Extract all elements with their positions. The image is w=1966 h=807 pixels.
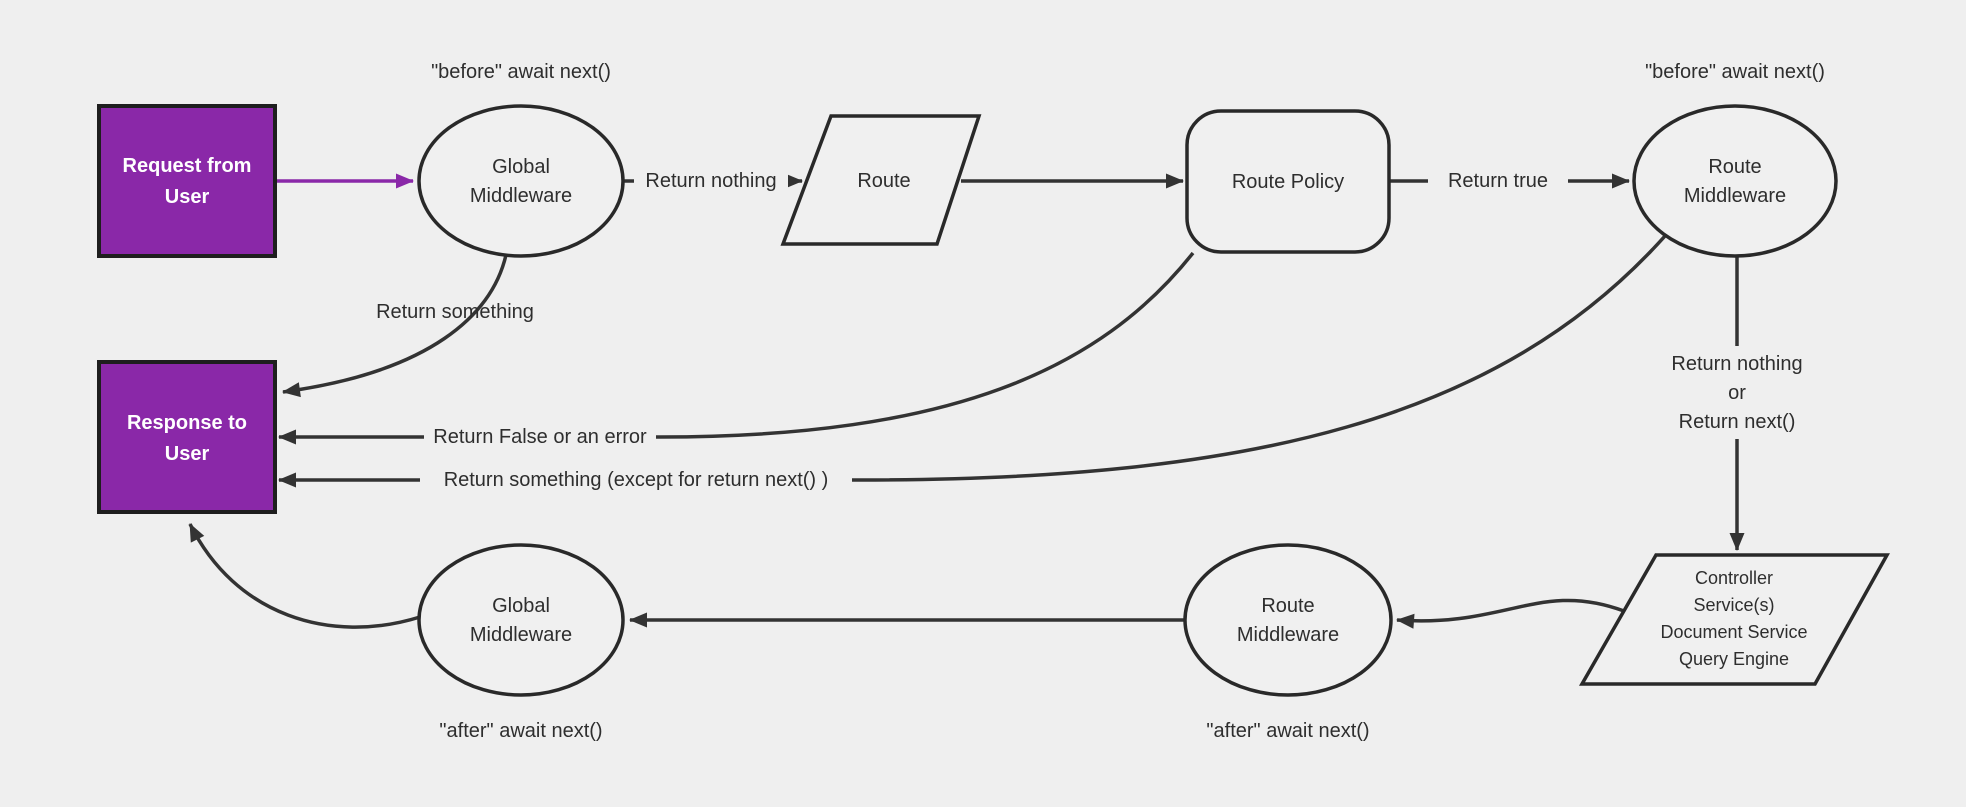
node-global-middleware-top: Global Middleware [417, 104, 625, 258]
controller-line1: Controller [1695, 568, 1773, 588]
edge-label-return-nothing-or-line3: Return next() [1679, 411, 1796, 433]
route-middleware-bottom-line1: Route [1261, 595, 1314, 617]
route-label: Route [857, 170, 910, 192]
label-patch-return-nothing-or [1658, 346, 1816, 439]
global-middleware-top-line1: Global [492, 156, 550, 178]
controller-line4: Query Engine [1679, 649, 1789, 669]
response-label-line1: Response to [127, 412, 247, 434]
edge-label-return-nothing: Return nothing [645, 170, 776, 192]
label-patch-return-true [1428, 165, 1568, 196]
edge-controller-to-route-middleware-bottom [1396, 598, 1625, 629]
global-middleware-bottom-line2: Middleware [470, 624, 572, 646]
global-middleware-bottom-line1: Global [492, 595, 550, 617]
label-patch-return-something-except [420, 464, 852, 496]
edge-global-middleware-bottom-to-response [188, 523, 421, 629]
node-route-middleware-bottom: Route Middleware [1183, 543, 1393, 697]
node-route-middleware-top: Route Middleware [1632, 104, 1838, 258]
edge-label-return-nothing-or-line1: Return nothing [1671, 353, 1802, 375]
route-middleware-top-line2: Middleware [1684, 185, 1786, 207]
edge-label-return-something: Return something [376, 301, 534, 323]
request-label-line1: Request from [123, 155, 252, 177]
edge-label-return-true: Return true [1448, 170, 1548, 192]
node-global-middleware-bottom: Global Middleware [417, 543, 625, 697]
annotation-after-bottom-left: "after" await next() [439, 720, 602, 742]
node-route-policy: Route Policy [1185, 109, 1391, 254]
request-label-line2: User [165, 186, 210, 208]
response-label-line2: User [165, 443, 210, 465]
edge-label-return-nothing-or-line2: or [1728, 382, 1746, 404]
route-middleware-top-line1: Route [1708, 156, 1761, 178]
annotation-after-bottom-mid: "after" await next() [1206, 720, 1369, 742]
route-policy-label: Route Policy [1232, 171, 1344, 193]
route-middleware-bottom-line2: Middleware [1237, 624, 1339, 646]
node-controller-services: Controller Service(s) Document Service Q… [1578, 553, 1890, 686]
annotation-before-top-right: "before" await next() [1645, 61, 1825, 83]
node-response-to-user: Response to User [97, 360, 277, 514]
node-request-from-user: Request from User [97, 104, 277, 258]
edge-route-middleware-to-response [278, 234, 1667, 488]
edge-global-middleware-to-response [282, 254, 508, 398]
controller-line3: Document Service [1660, 622, 1807, 642]
label-patch-return-nothing [634, 165, 788, 196]
edge-label-return-false-or-error: Return False or an error [433, 426, 647, 448]
edge-route-policy-to-response [278, 251, 1195, 445]
node-route: Route [780, 114, 982, 246]
global-middleware-top-line2: Middleware [470, 185, 572, 207]
controller-line2: Service(s) [1693, 595, 1774, 615]
label-patch-return-false [424, 421, 656, 453]
annotation-before-top-left: "before" await next() [431, 61, 611, 83]
edge-label-return-something-except: Return something (except for return next… [444, 469, 829, 491]
